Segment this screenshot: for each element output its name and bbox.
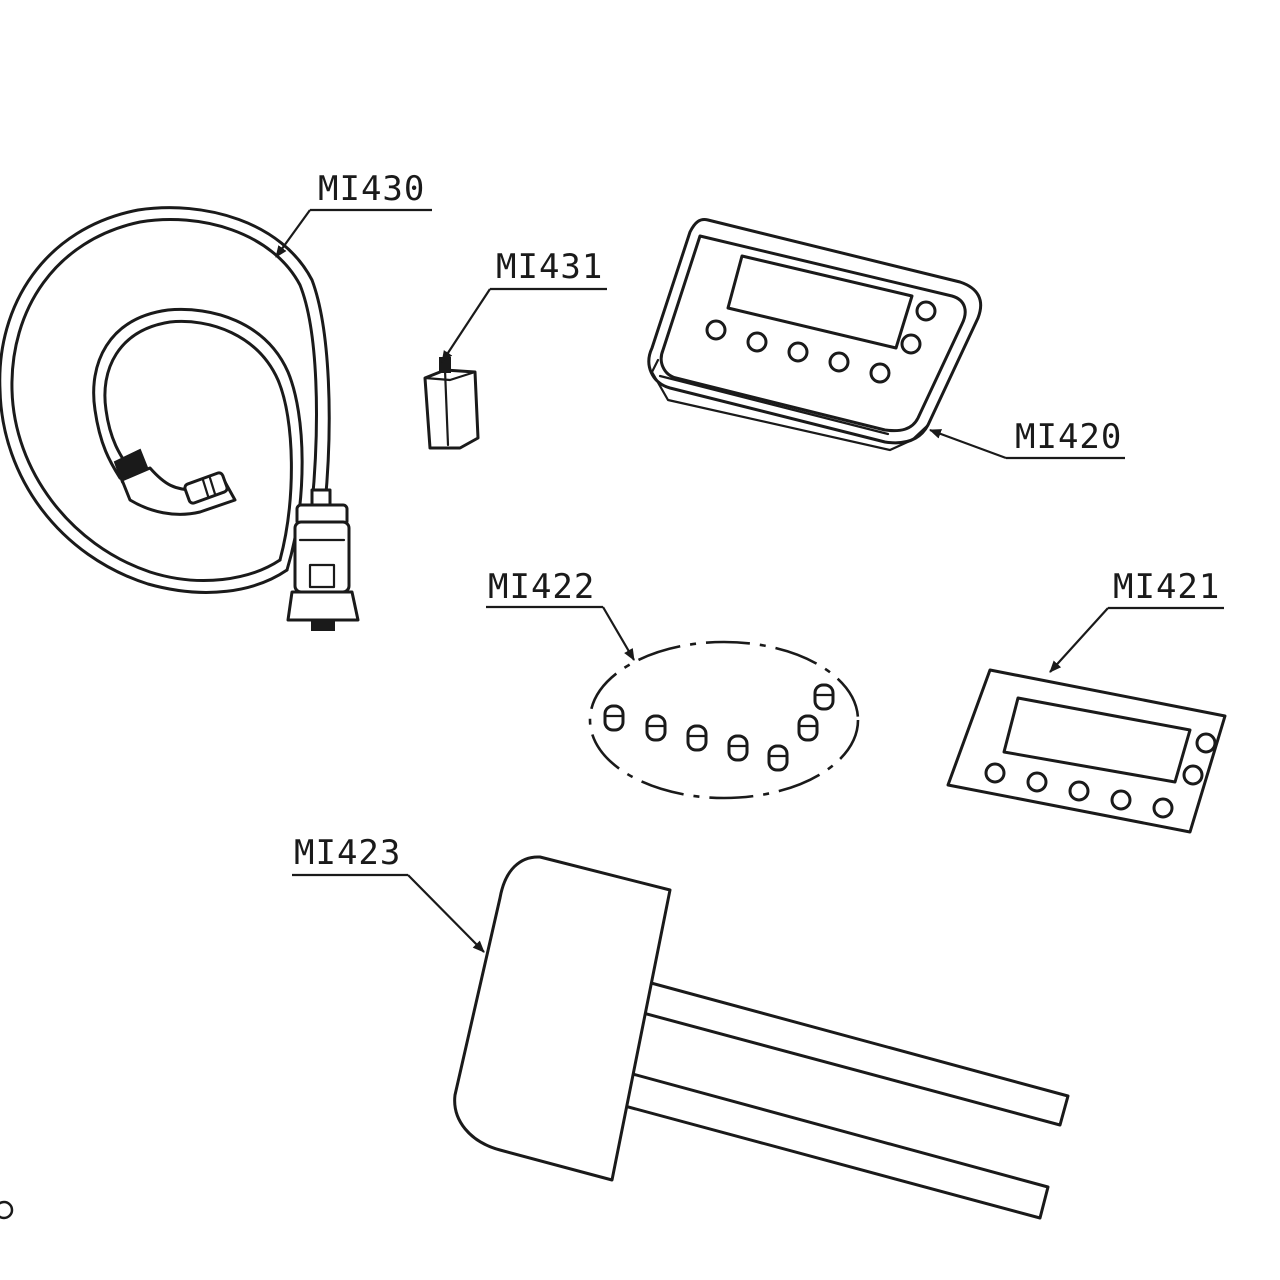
label-mi421: MI421	[1113, 567, 1220, 607]
overlay-drawing	[946, 668, 1227, 834]
label-mi431: MI431	[496, 247, 603, 287]
label-mi422: MI422	[488, 567, 595, 607]
button-caps	[603, 683, 835, 772]
plug-drawing	[423, 357, 480, 450]
indicator-buttons	[705, 300, 937, 384]
angled-connector	[113, 448, 237, 516]
straight-connector	[286, 488, 360, 631]
label-mi420: MI420	[1015, 417, 1122, 457]
button-caps-drawing	[588, 640, 860, 800]
indicator-drawing	[647, 218, 983, 452]
callout-mi420: MI420	[929, 417, 1125, 460]
edge-mark	[0, 1200, 14, 1220]
overlay-button-holes	[984, 732, 1217, 819]
callout-mi423: MI423	[292, 833, 485, 953]
bracket-drawing	[453, 855, 1070, 1220]
callout-mi430: MI430	[275, 169, 432, 258]
callout-mi431: MI431	[441, 247, 607, 363]
label-mi430: MI430	[318, 169, 425, 209]
cable-assembly-drawing	[0, 206, 360, 631]
callout-mi421: MI421	[1049, 567, 1224, 673]
label-mi423: MI423	[294, 833, 401, 873]
callout-mi422: MI422	[486, 567, 635, 661]
